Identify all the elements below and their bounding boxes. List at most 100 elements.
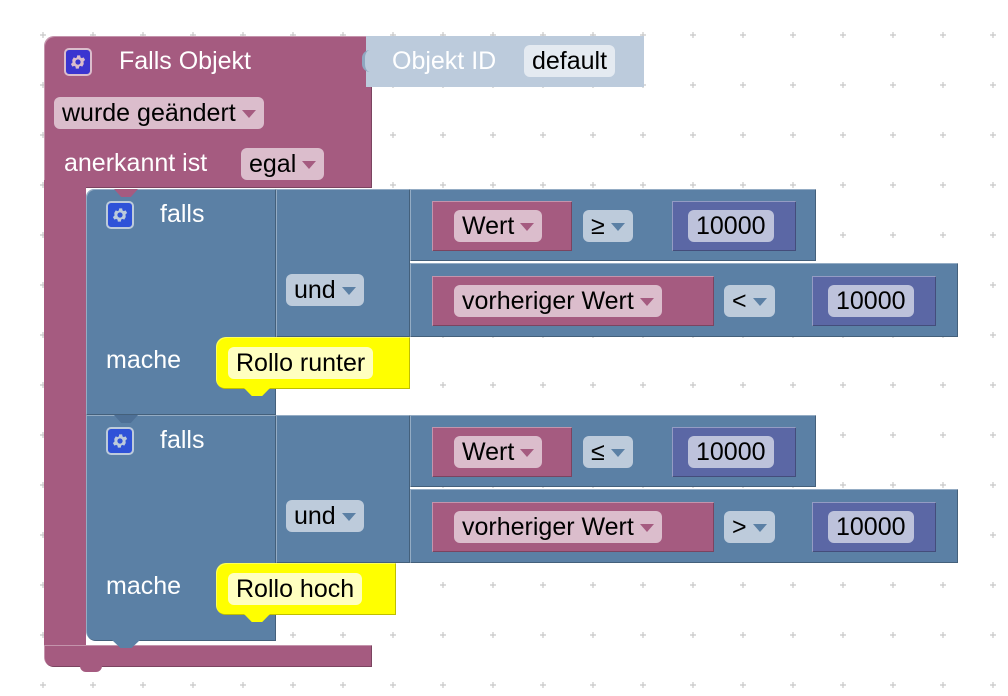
trigger-dropdown[interactable]: wurde geändert: [54, 97, 264, 129]
grid-cross: [590, 582, 596, 588]
grid-cross: [740, 82, 746, 88]
grid-cross: [990, 332, 996, 338]
grid-cross: [640, 182, 646, 188]
grid-cross: [940, 382, 946, 388]
variable-dropdown[interactable]: vorheriger Wert: [454, 511, 662, 543]
number-value[interactable]: 10000: [828, 285, 914, 317]
action-block-rollo-runter[interactable]: Rollo runter: [216, 337, 410, 389]
gear-icon[interactable]: [106, 201, 134, 229]
grid-cross: [790, 82, 796, 88]
operator-dropdown[interactable]: >: [724, 511, 775, 543]
action-text[interactable]: Rollo hoch: [228, 573, 363, 605]
grid-cross: [490, 182, 496, 188]
grid-cross: [390, 182, 396, 188]
number-block[interactable]: 10000: [812, 276, 936, 326]
grid-cross: [440, 382, 446, 388]
operator-dropdown[interactable]: ≤: [583, 436, 633, 468]
chevron-down-icon: [610, 223, 625, 232]
object-id-value[interactable]: default: [524, 45, 616, 77]
operator-dropdown[interactable]: <: [724, 285, 775, 317]
if-label: falls: [160, 426, 205, 454]
grid-cross: [240, 682, 246, 688]
grid-cross: [490, 682, 496, 688]
logic-operator-dropdown[interactable]: und: [286, 500, 364, 532]
ack-dropdown[interactable]: egal: [241, 148, 325, 180]
gear-icon[interactable]: [64, 48, 92, 76]
logic-and-block[interactable]: und: [276, 189, 410, 337]
variable-block[interactable]: vorheriger Wert: [432, 502, 714, 552]
compare-block-2[interactable]: vorheriger Wert > 10000: [410, 489, 958, 563]
chevron-down-icon: [610, 449, 625, 458]
grid-cross: [790, 582, 796, 588]
logic-operator-dropdown[interactable]: und: [286, 274, 364, 306]
logic-and-block[interactable]: und: [276, 415, 410, 563]
variable-dropdown[interactable]: vorheriger Wert: [454, 285, 662, 317]
grid-cross: [690, 382, 696, 388]
compare-block-1[interactable]: Wert ≥ 10000: [410, 189, 816, 261]
grid-cross: [940, 582, 946, 588]
grid-cross: [490, 382, 496, 388]
grid-cross: [890, 382, 896, 388]
number-block[interactable]: 10000: [672, 201, 796, 251]
grid-cross: [340, 632, 346, 638]
grid-cross: [540, 632, 546, 638]
grid-cross: [540, 682, 546, 688]
grid-cross: [440, 132, 446, 138]
variable-block[interactable]: vorheriger Wert: [432, 276, 714, 326]
operator-value: >: [732, 513, 747, 541]
variable-block[interactable]: Wert: [432, 201, 572, 251]
grid-cross: [890, 582, 896, 588]
grid-cross: [540, 132, 546, 138]
grid-cross: [290, 632, 296, 638]
grid-cross: [990, 182, 996, 188]
grid-cross: [740, 32, 746, 38]
number-block[interactable]: 10000: [812, 502, 936, 552]
number-text: 10000: [696, 438, 766, 466]
operator-dropdown[interactable]: ≥: [583, 210, 633, 242]
grid-cross: [390, 682, 396, 688]
grid-cross: [390, 632, 396, 638]
ack-dropdown-value: egal: [249, 150, 297, 178]
grid-cross: [140, 682, 146, 688]
grid-cross: [590, 632, 596, 638]
gear-icon[interactable]: [106, 427, 134, 455]
grid-cross: [640, 132, 646, 138]
chevron-down-icon: [639, 524, 654, 533]
number-block[interactable]: 10000: [672, 427, 796, 477]
number-text: 10000: [696, 212, 766, 240]
object-id-block[interactable]: Objekt ID default: [362, 36, 644, 87]
operator-value: ≥: [591, 212, 605, 240]
grid-cross: [190, 682, 196, 688]
variable-block[interactable]: Wert: [432, 427, 572, 477]
grid-cross: [540, 382, 546, 388]
grid-cross: [390, 132, 396, 138]
chevron-down-icon: [520, 223, 535, 232]
grid-cross: [990, 482, 996, 488]
grid-cross: [940, 182, 946, 188]
action-text[interactable]: Rollo runter: [228, 347, 374, 379]
grid-cross: [890, 632, 896, 638]
do-label: mache: [106, 572, 182, 600]
grid-cross: [640, 632, 646, 638]
variable-value: vorheriger Wert: [462, 513, 634, 541]
object-id-text: default: [532, 47, 608, 75]
grid-cross: [90, 682, 96, 688]
number-value[interactable]: 10000: [688, 210, 774, 242]
variable-dropdown[interactable]: Wert: [454, 210, 543, 242]
action-block-rollo-hoch[interactable]: Rollo hoch: [216, 563, 396, 615]
compare-block-1[interactable]: Wert ≤ 10000: [410, 415, 816, 487]
grid-cross: [690, 132, 696, 138]
if-label: falls: [160, 200, 205, 228]
action-text-value: Rollo hoch: [236, 575, 355, 603]
grid-cross: [540, 582, 546, 588]
grid-cross: [590, 682, 596, 688]
grid-cross: [690, 682, 696, 688]
number-value[interactable]: 10000: [828, 511, 914, 543]
compare-block-2[interactable]: vorheriger Wert < 10000: [410, 263, 958, 337]
chevron-down-icon: [241, 110, 256, 119]
chevron-down-icon: [639, 298, 654, 307]
grid-cross: [440, 582, 446, 588]
grid-cross: [890, 432, 896, 438]
variable-dropdown[interactable]: Wert: [454, 436, 543, 468]
number-value[interactable]: 10000: [688, 436, 774, 468]
